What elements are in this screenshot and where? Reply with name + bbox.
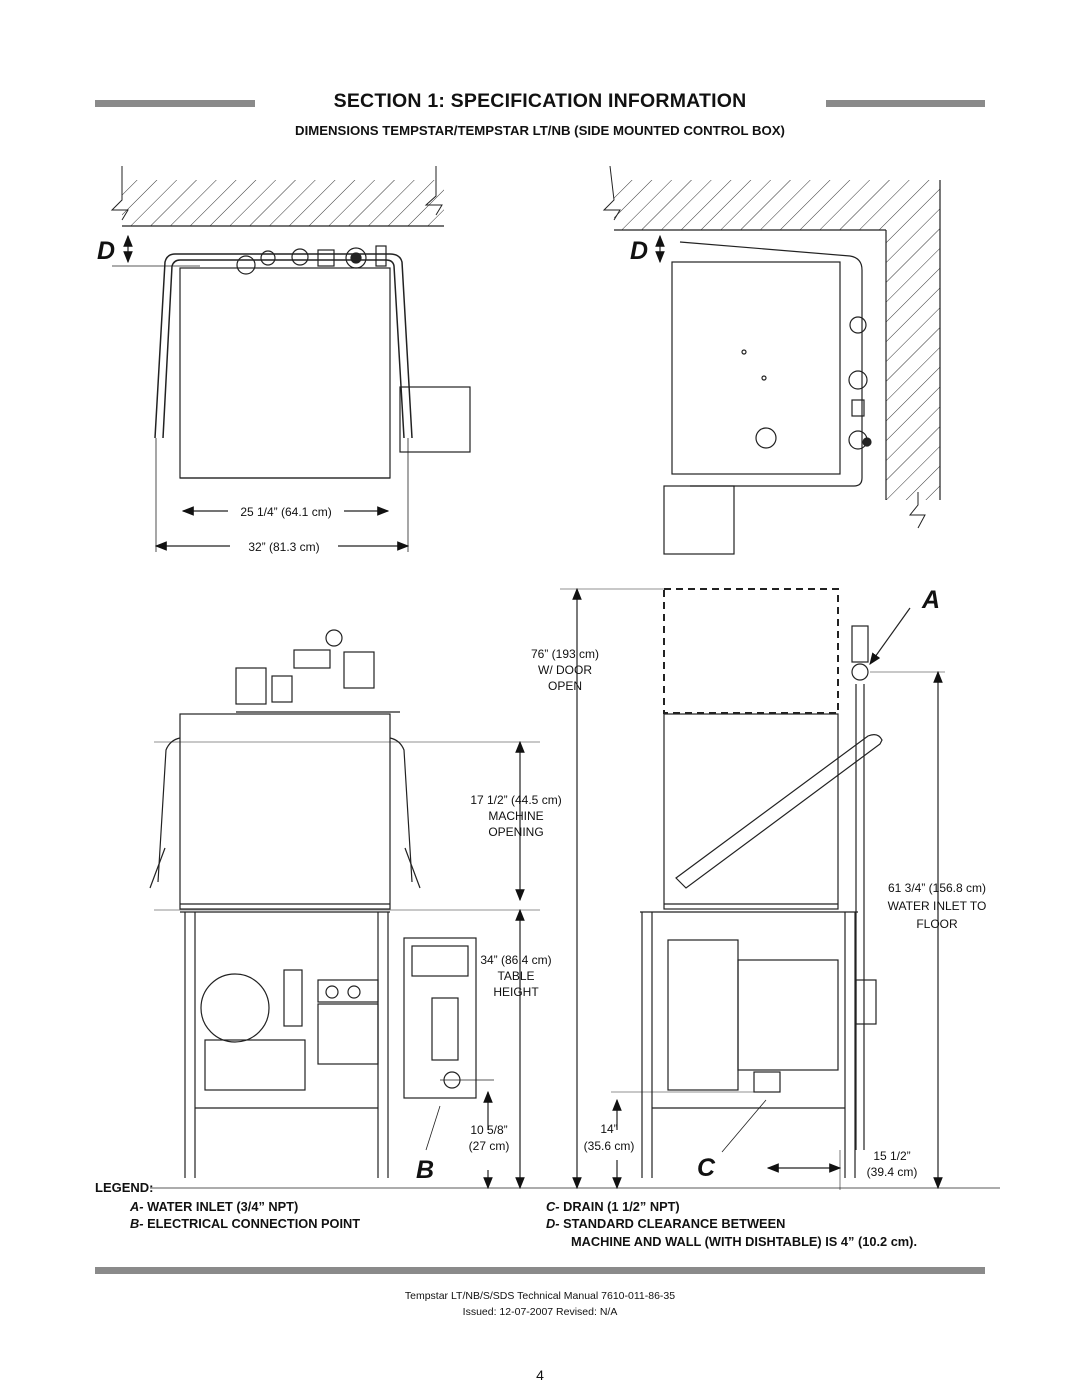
legend-b: B- ELECTRICAL CONNECTION POINT: [130, 1216, 360, 1231]
machine-body-top-right: [671, 261, 841, 475]
legend-d-text: STANDARD CLEARANCE BETWEEN: [559, 1216, 786, 1231]
marker-d-left: D: [97, 237, 115, 265]
legend-title: LEGEND:: [95, 1180, 154, 1195]
legend-b-text: ELECTRICAL CONNECTION POINT: [143, 1216, 361, 1231]
header-rule-right: [826, 100, 985, 107]
dim-water-inlet-1: 61 3/4” (156.8 cm): [888, 881, 986, 895]
dim-drain-offset-1: 15 1/2”: [873, 1149, 910, 1163]
legend-a: A- WATER INLET (3/4” NPT): [130, 1199, 298, 1214]
wall-hatch-left: [122, 180, 444, 226]
bottom-right-view: [150, 587, 1000, 1190]
dim-table-height-3: HEIGHT: [493, 985, 539, 999]
header-rule-left: [95, 100, 255, 107]
top-right-view: [602, 165, 941, 555]
legend-c-text: DRAIN (1 1/2” NPT): [559, 1199, 680, 1214]
page-number: 4: [536, 1367, 544, 1383]
legend-c: C- DRAIN (1 1/2” NPT): [546, 1199, 680, 1214]
wall-hatch-right: [614, 170, 940, 500]
legend-c-key: C-: [546, 1199, 560, 1214]
top-left-view: [110, 166, 471, 552]
dim-drain-offset-2: (39.4 cm): [867, 1165, 918, 1179]
marker-d-right: D: [630, 237, 648, 265]
footer-rule: [95, 1267, 985, 1274]
dim-machine-opening-1: 17 1/2” (44.5 cm): [470, 793, 561, 807]
marker-b: B: [416, 1156, 434, 1184]
dim-water-inlet-2: WATER INLET TO: [888, 899, 987, 913]
dim-door-open-2: W/ DOOR: [538, 663, 592, 677]
marker-a: A: [921, 586, 940, 614]
control-box-top-left: [399, 386, 471, 453]
side-control-box: [403, 937, 477, 1099]
dim-width-outer: 32” (81.3 cm): [248, 540, 319, 554]
dim-table-height-2: TABLE: [497, 969, 534, 983]
machine-body-bottom-left: [179, 713, 391, 910]
legend-a-key: A-: [130, 1199, 144, 1214]
footer-issued: Issued: 12-07-2007 Revised: N/A: [462, 1306, 618, 1318]
section-subtitle: DIMENSIONS TEMPSTAR/TEMPSTAR LT/NB (SIDE…: [295, 123, 785, 138]
dim-machine-opening-3: OPENING: [488, 825, 543, 839]
dim-elec-2: (27 cm): [469, 1139, 510, 1153]
legend-d-key: D-: [546, 1216, 560, 1231]
legend-b-key: B-: [130, 1216, 144, 1231]
legend-d: D- STANDARD CLEARANCE BETWEEN: [546, 1216, 785, 1231]
dim-table-height-1: 34” (86.4 cm): [480, 953, 551, 967]
marker-c: C: [697, 1154, 716, 1182]
legend-d-line2: MACHINE AND WALL (WITH DISHTABLE) IS 4” …: [571, 1234, 918, 1249]
section-title: SECTION 1: SPECIFICATION INFORMATION: [333, 90, 747, 112]
dim-elec-1: 10 5/8”: [470, 1123, 507, 1137]
dim-door-open-1: 76” (193 cm): [531, 647, 599, 661]
control-box-top-right: [663, 485, 735, 555]
dim-drain-2: (35.6 cm): [584, 1139, 635, 1153]
dim-drain-1: 14”: [600, 1122, 617, 1136]
dim-water-inlet-3: FLOOR: [916, 917, 958, 931]
dim-width-inner: 25 1/4” (64.1 cm): [240, 505, 331, 519]
door-open-outline: [663, 588, 839, 714]
footer-manual: Tempstar LT/NB/S/SDS Technical Manual 76…: [404, 1290, 676, 1302]
bottom-left-view: [149, 629, 540, 1190]
legend-a-text: WATER INLET (3/4” NPT): [143, 1199, 299, 1214]
dim-machine-opening-2: MACHINE: [488, 809, 543, 823]
machine-body-top-left: [179, 267, 391, 479]
machine-body-bottom-right: [663, 713, 839, 910]
